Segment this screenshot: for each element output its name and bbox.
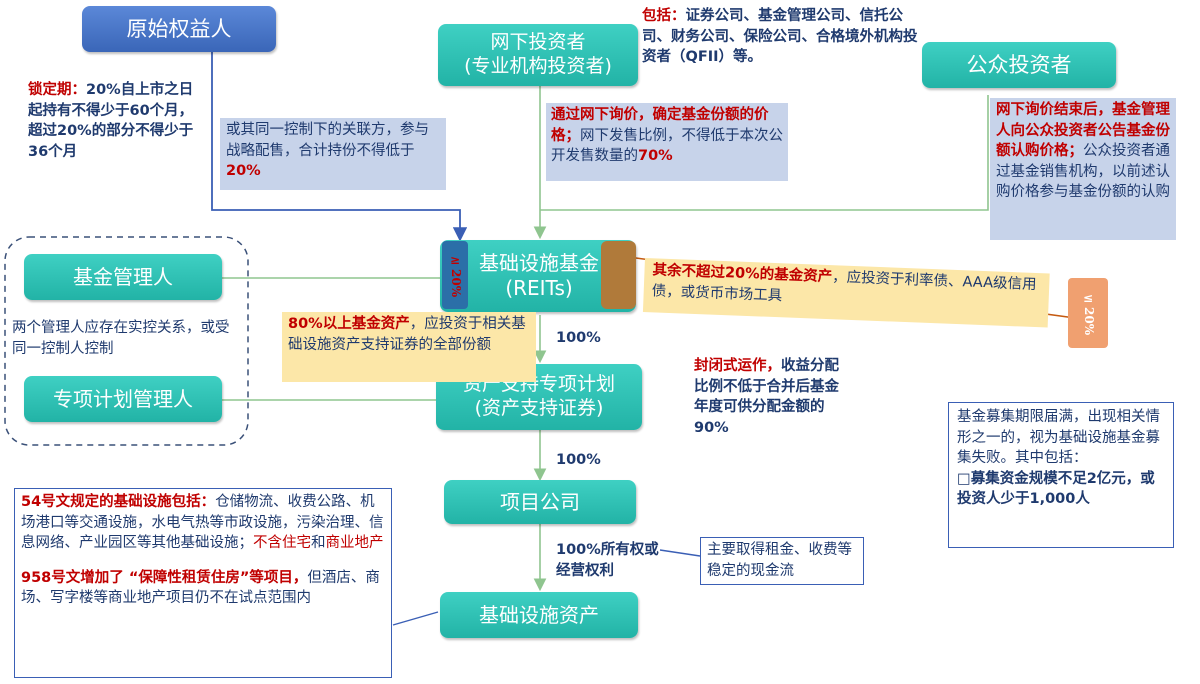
cashflow-note: 主要取得租金、收费等稳定的现金流 (700, 537, 864, 585)
arrow-original-to-fund (211, 48, 468, 242)
closed-note: 封闭式运作，收益分配比例不低于合并后基金年度可供分配金额的 90% (694, 356, 844, 438)
include-label: 包括： (642, 8, 686, 24)
original-holder-node: 原始权益人 (82, 6, 276, 52)
doc958-red: 958号文增加了 “保障性租赁住房”等项目， (21, 569, 308, 586)
doc54-and: 和 (311, 535, 326, 552)
original-holder-label: 原始权益人 (126, 16, 232, 41)
doc958-text: 但酒店、商场、写字楼等商业地产项目仍不在试点范围内 (21, 569, 380, 607)
offline-pricing-text: 网下发售比例，不得低于本次公开发售数量的 (551, 127, 783, 165)
doc54-excl-b: 商业地产 (325, 535, 384, 552)
right-badge-val: 20% (1081, 306, 1096, 335)
include-note: 包括：证券公司、基金管理公司、信托公司、财务公司、保险公司、合格境外机构投资者（… (642, 6, 920, 68)
infra-asset-node: 基础设施资产 (440, 592, 638, 638)
doc54-red: 54号文规定的基础设施包括： (21, 494, 216, 510)
offline-pricing-note: 通过网下询价，确定基金份额的价格；网下发售比例，不得低于本次公开发售数量的70% (546, 103, 788, 181)
line-doc-to-asset (392, 611, 439, 626)
remaining-badge: ≤ 20% (1068, 278, 1108, 348)
doc-scope-note: 54号文规定的基础设施包括：仓储物流、收费公路、机场港口等交通设施，水电气热等市… (14, 488, 392, 678)
fund-right-badge (601, 241, 636, 309)
public-investor-node: 公众投资者 (922, 42, 1116, 88)
eighty-pct-note: 80%以上基金资产，应投资于相关基础设施资产支持证券的全部份额 (282, 312, 536, 382)
reits-fund-label: 基础设施基金 (479, 251, 599, 275)
fund-manager-label: 基金管理人 (73, 264, 173, 289)
left-badge-val: 20% (448, 268, 463, 297)
fund-left-badge: ≥ 20% (442, 241, 468, 309)
failure-bullet-icon: □ (957, 470, 971, 487)
managers-dashed-frame (4, 236, 249, 446)
closed-text: 收益分配比例不低于合并后基金年度可供分配金额的 (694, 358, 839, 416)
left-badge-sym: ≥ (449, 253, 461, 268)
offline-pricing-pct: 70% (638, 148, 673, 165)
doc54-text: 仓储物流、收费公路、机场港口等交通设施，水电气热等市政设施，污染治理、信息网络、… (21, 494, 384, 552)
pct-100-b-text: 100% (556, 452, 601, 468)
failure-text: 基金募集期限届满，出现相关情形之一的，视为基础设施基金募集失败。其中包括： (957, 409, 1160, 467)
offline-pricing-red: 通过网下询价，确定基金份额的价格； (551, 107, 769, 144)
related-party-pct: 20% (226, 163, 261, 180)
lockup-text-b: 60个月，超过20%的部分不得少于36个月 (28, 102, 194, 160)
eighty-red: 80%以上基金资产 (288, 316, 410, 332)
related-party-note: 或其同一控制下的关联方，参与战略配售，合计持份不得低于 20% (220, 118, 446, 190)
right-badge-sym: ≤ (1082, 291, 1094, 306)
reits-fund-sub: (REITs) (505, 276, 573, 300)
line-cashflow (659, 549, 701, 557)
related-party-text: 或其同一控制下的关联方，参与战略配售，合计持份不得低于 (226, 122, 429, 159)
offline-investor-sub: (专业机构投资者) (464, 55, 612, 77)
managers-relation-note: 两个管理人应存在实控关系，或受同一控制人控制 (12, 318, 238, 359)
project-company-label: 项目公司 (500, 489, 580, 514)
lockup-text-a: 20%自上市之日起持有不得少于 (28, 82, 194, 119)
abs-manager-label: 专项计划管理人 (53, 386, 193, 411)
offline-investor-label: 网下投资者 (490, 31, 586, 54)
infra-asset-label: 基础设施资产 (479, 602, 599, 627)
project-company-node: 项目公司 (444, 480, 636, 524)
doc54-excl-a: 不含住宅 (253, 535, 311, 552)
public-investor-note: 网下询价结束后，基金管理人向公众投资者公告基金份额认购价格；公众投资者通过基金销… (990, 98, 1176, 240)
ownership-note: 100%所有权或经营权利 (556, 540, 666, 581)
abs-manager-node: 专项计划管理人 (24, 376, 222, 422)
closed-red: 封闭式运作， (694, 358, 781, 374)
pct-100-a: 100% (556, 328, 601, 349)
public-text: 公众投资者通过基金销售机构，以前述认购价格参与基金份额的认购 (996, 143, 1170, 201)
pct-100-a-text: 100% (556, 330, 601, 346)
fund-manager-node: 基金管理人 (24, 254, 222, 300)
public-red: 网下询价结束后，基金管理人向公众投资者公告基金份额认购价格； (996, 102, 1170, 160)
remaining-red: 其余不超过20%的基金资产 (652, 262, 833, 286)
failure-bullet: 募集资金规模不足2亿元，或投资人少于1,000人 (957, 470, 1155, 508)
abs-plan-sub: (资产支持证券) (474, 397, 604, 419)
managers-relation-text: 两个管理人应存在实控关系，或受同一控制人控制 (12, 320, 230, 357)
ownership-text: 100%所有权或经营权利 (556, 542, 659, 579)
pct-100-b: 100% (556, 450, 601, 471)
failure-note: 基金募集期限届满，出现相关情形之一的，视为基础设施基金募集失败。其中包括： □募… (948, 402, 1174, 548)
lockup-note: 锁定期：20%自上市之日起持有不得少于60个月，超过20%的部分不得少于36个月 (28, 80, 198, 162)
abs-plan-node: 资产支持专项计划 (资产支持证券) (436, 364, 642, 430)
public-investor-label: 公众投资者 (966, 52, 1072, 77)
lockup-label: 锁定期： (28, 82, 86, 98)
offline-investor-node: 网下投资者 (专业机构投资者) (438, 24, 638, 86)
closed-pct: 90% (694, 419, 729, 436)
cashflow-text: 主要取得租金、收费等稳定的现金流 (707, 542, 852, 579)
arrow-public-to-fund (540, 95, 989, 211)
include-text: 证券公司、基金管理公司、信托公司、财务公司、保险公司、合格境外机构投资者（QFI… (642, 8, 918, 66)
eighty-text: ，应投资于相关基础设施资产支持证券的全部份额 (288, 316, 526, 353)
